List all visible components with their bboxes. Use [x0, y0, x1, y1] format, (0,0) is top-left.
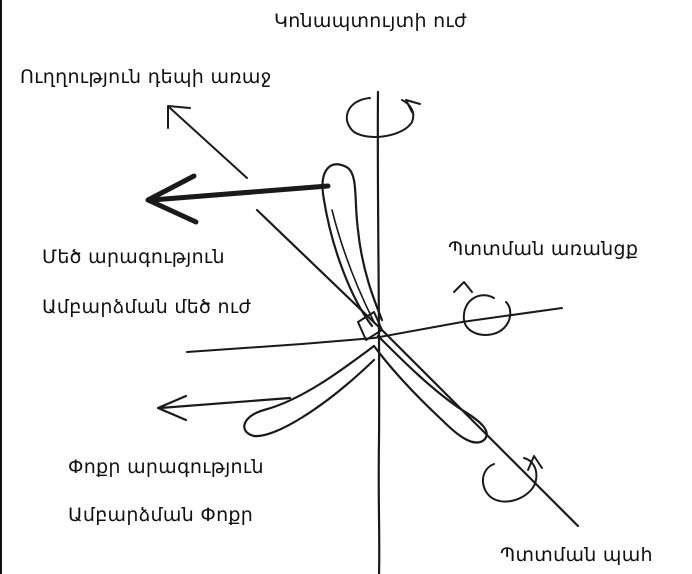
hub	[357, 311, 383, 341]
high-lift-label: Ամբարձման մեծ ուժ	[42, 296, 252, 318]
horizontal-axis	[186, 307, 563, 353]
upper-blade	[321, 163, 384, 328]
low-speed-arrowhead-icon	[156, 394, 188, 422]
top-rotation-arrow-icon	[345, 97, 415, 138]
centripetal-force-label: Կոնապտույտի ուժ	[274, 10, 467, 32]
axis-rotation-arrow-icon	[462, 294, 512, 336]
vertical-axis	[376, 90, 381, 574]
low-lift-label: Ամբարձման Փոքր	[68, 504, 254, 526]
low-speed-label: Փոքր արագություն	[68, 456, 264, 478]
high-speed-arrow-icon	[149, 183, 331, 203]
rotation-axis-label: Պտտման առանցք	[448, 238, 639, 260]
forward-direction-arrowhead-icon	[167, 105, 191, 129]
top-rotation-arrowhead-icon	[405, 99, 421, 113]
forward-direction-arrow-icon	[169, 107, 248, 179]
low-speed-arrow-icon	[158, 396, 292, 410]
rotation-moment-label: Պտտման պահ	[500, 544, 653, 566]
moment-rotation-arrow-icon	[482, 457, 538, 503]
forward-direction-label: Ուղղություն դեպի առաջ	[20, 66, 272, 88]
small-blade	[243, 344, 376, 438]
axis-rotation-arrowhead-icon	[453, 281, 473, 293]
lower-blade	[372, 334, 488, 444]
high-speed-arrowhead-icon	[145, 173, 199, 225]
moment-rotation-arrowhead-icon	[527, 455, 543, 471]
rotation-axis-line	[255, 208, 580, 528]
high-speed-label: Մեծ արագություն	[42, 246, 225, 268]
upper-blade-edge	[331, 209, 375, 323]
